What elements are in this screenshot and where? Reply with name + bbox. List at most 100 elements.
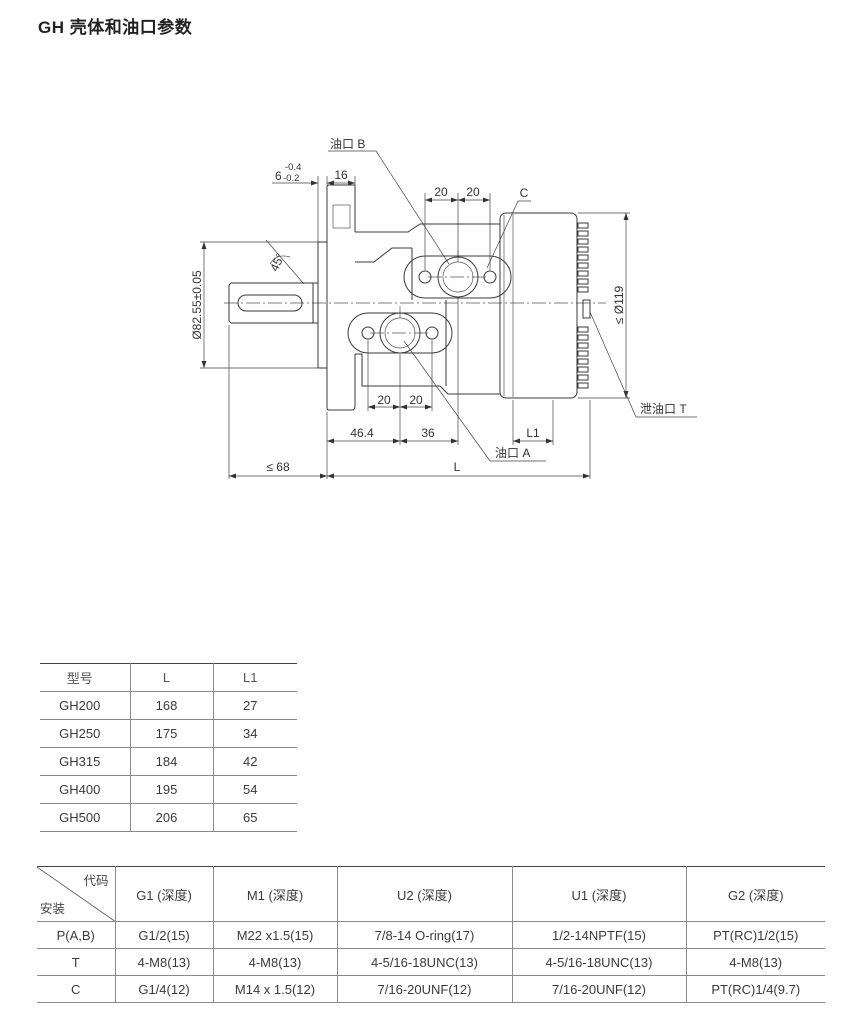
port-spacing-label: 36 (421, 426, 435, 440)
column-header-l1: L1 (212, 663, 297, 692)
port-b-bore (437, 256, 479, 298)
u2-cell: 7/8-14 O-ring(17) (336, 921, 512, 949)
table-row: GH315 184 42 (40, 747, 297, 776)
port-a-bolt-hole-left (361, 326, 375, 340)
page-title: GH 壳体和油口参数 (38, 18, 193, 37)
port-a-bore (379, 312, 421, 354)
u1-cell: 1/2-14NPTF(15) (511, 921, 686, 949)
extension-lines (200, 176, 630, 479)
table-row: P(A,B) G1/2(15) M22 x1.5(15) 7/8-14 O-ri… (37, 921, 825, 949)
port-b-bolt-hole-left (418, 270, 432, 284)
model-cell: GH500 (40, 803, 130, 832)
row-label: P(A,B) (37, 921, 115, 949)
u1-cell: 7/16-20UNF(12) (511, 975, 686, 1003)
flange-thickness-label: 16 (334, 168, 348, 182)
keyway-slot (237, 294, 303, 312)
drain-port-t (582, 299, 591, 319)
g1-cell: G1/2(15) (114, 921, 213, 949)
port-c-label: C (520, 186, 529, 200)
flange-ear-slot (332, 204, 351, 229)
column-header-u2: U2 (深度) (336, 866, 512, 922)
table-row: GH500 206 65 (40, 803, 297, 832)
model-cell: GH200 (40, 691, 130, 720)
leader-drain-port (589, 311, 697, 418)
g1-cell: G1/4(12) (114, 975, 213, 1003)
l-cell: 168 (129, 691, 213, 720)
column-header-model: 型号 (40, 663, 130, 692)
g2-cell: PT(RC)1/4(9.7) (685, 975, 825, 1003)
column-header-l: L (129, 663, 213, 692)
port-b-label: 油口 B (330, 137, 365, 151)
row-label: T (37, 948, 115, 976)
body-outline (355, 223, 500, 395)
model-cell: GH250 (40, 719, 130, 748)
port-b-bolt-right-label: 20 (466, 185, 480, 199)
shaft-outline (228, 282, 318, 324)
port-b-bolt-hole-right (483, 270, 497, 284)
u2-cell: 4-5/16-18UNC(13) (336, 948, 512, 976)
model-cell: GH315 (40, 747, 130, 776)
pilot-outline (317, 241, 327, 369)
port-a-label: 油口 A (495, 446, 530, 460)
l1-cell: 27 (212, 691, 297, 720)
m1-cell: M14 x 1.5(12) (212, 975, 337, 1003)
pilot-length-tol-upper: -0.4 (285, 162, 301, 173)
port-a-offset-label: 46.4 (350, 426, 374, 440)
table-row: GH200 168 27 (40, 691, 297, 720)
port-a-bolt-left-label: 20 (377, 393, 391, 407)
motor-housing (499, 212, 578, 399)
column-header-m1: M1 (深度) (212, 866, 337, 922)
leader-port-a (403, 340, 546, 462)
table-row: GH400 195 54 (40, 775, 297, 804)
l-cell: 195 (129, 775, 213, 804)
port-b-thread (442, 261, 474, 293)
corner-header-cell: 代码 安装 (37, 866, 115, 922)
pilot-length-label: 6 (275, 169, 282, 183)
port-table: 代码 安装 G1 (深度) M1 (深度) U2 (深度) U1 (深度) G2… (37, 866, 825, 1003)
column-header-u1: U1 (深度) (511, 866, 686, 922)
port-a-bolt-right-label: 20 (409, 393, 423, 407)
port-center-lines (370, 250, 488, 334)
length-table: 型号 L L1 GH200 168 27 GH250 175 34 GH315 … (40, 663, 297, 832)
leader-port-b (328, 150, 450, 265)
housing-port-drawing: 油口 B 6 -0.4 -0.2 16 20 20 C 45° Ø82.55±0… (190, 137, 697, 479)
corner-label-code: 代码 (83, 874, 109, 888)
end-cap-ribs (577, 222, 589, 389)
u2-cell: 7/16-20UNF(12) (336, 975, 512, 1003)
table-row: T 4-M8(13) 4-M8(13) 4-5/16-18UNC(13) 4-5… (37, 948, 825, 976)
table-row: GH250 175 34 (40, 719, 297, 748)
m1-cell: 4-M8(13) (212, 948, 337, 976)
table-row: C G1/4(12) M14 x 1.5(12) 7/16-20UNF(12) … (37, 975, 825, 1003)
corner-label-mount: 安装 (40, 902, 66, 916)
g1-cell: 4-M8(13) (114, 948, 213, 976)
pilot-diameter-label: Ø82.55±0.05 (190, 270, 204, 340)
housing-seam-lines (503, 214, 514, 397)
model-cell: GH400 (40, 775, 130, 804)
body-length-label: L (454, 460, 461, 474)
l-cell: 206 (129, 803, 213, 832)
l1-cell: 54 (212, 775, 297, 804)
port-b-flange (403, 255, 512, 299)
length-table-header-row: 型号 L L1 (40, 663, 297, 692)
u1-cell: 4-5/16-18UNC(13) (511, 948, 686, 976)
row-label: C (37, 975, 115, 1003)
port-a-bolt-hole-right (425, 326, 439, 340)
leader-port-c (486, 200, 531, 269)
body-diameter-label: ≤ Ø119 (612, 285, 626, 324)
l1-cell: 65 (212, 803, 297, 832)
end-length-label: L1 (526, 426, 540, 440)
pilot-length-tol-lower: -0.2 (283, 173, 299, 184)
port-a-thread (384, 317, 416, 349)
l-cell: 184 (129, 747, 213, 776)
l-cell: 175 (129, 719, 213, 748)
port-table-header-row: 代码 安装 G1 (深度) M1 (深度) U2 (深度) U1 (深度) G2… (37, 866, 825, 922)
g2-cell: 4-M8(13) (685, 948, 825, 976)
column-header-g1: G1 (深度) (114, 866, 213, 922)
corner-diagonal-line (37, 867, 115, 921)
chamfer-angle-label: 45° (267, 251, 287, 274)
chamfer-angle-mark (265, 239, 305, 285)
drain-port-label: 泄油口 T (640, 402, 687, 416)
port-b-bolt-left-label: 20 (434, 185, 448, 199)
m1-cell: M22 x1.5(15) (212, 921, 337, 949)
l1-cell: 34 (212, 719, 297, 748)
